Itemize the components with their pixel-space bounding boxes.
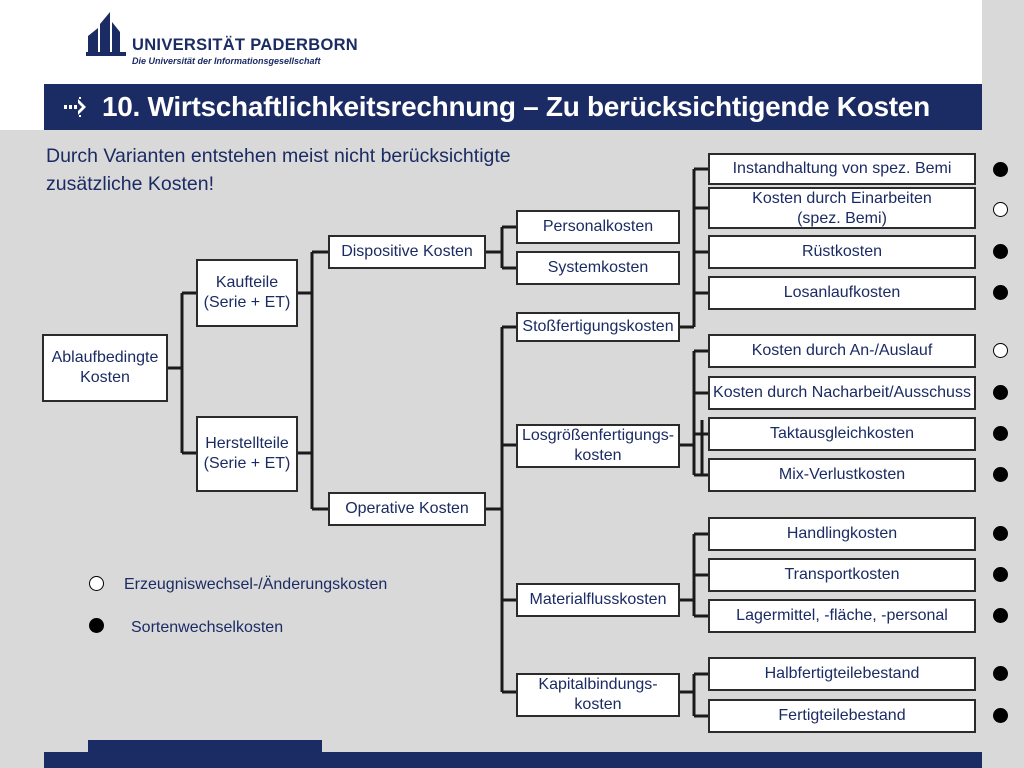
filled-circle-icon [993,526,1008,541]
filled-circle-icon [993,285,1008,300]
legend-filled-circle-icon [89,618,104,633]
filled-circle-icon [993,608,1008,623]
filled-circle-icon [993,385,1008,400]
filled-circle-icon [993,426,1008,441]
page-title: 10. Wirtschaftlichkeitsrechnung – Zu ber… [102,91,930,122]
filled-circle-icon [993,567,1008,582]
node-herstellteile: Herstellteile (Serie + ET) [196,416,298,492]
filled-circle-icon [993,666,1008,681]
node-kapitalbindungskosten: Kapitalbindungs- kosten [516,673,680,717]
university-logo-icon [86,12,126,56]
right-margin-strip [982,0,1024,768]
leaf-transportkosten: Transportkosten [708,558,976,592]
node-operative-kosten: Operative Kosten [328,492,486,526]
leaf-instandhaltung: Instandhaltung von spez. Bemi [708,153,976,185]
open-circle-icon [993,343,1008,358]
filled-circle-icon [993,467,1008,482]
node-systemkosten: Systemkosten [516,251,680,285]
node-dispositive-kosten: Dispositive Kosten [328,235,486,269]
legend-label-sortenwechsel: Sortenwechselkosten [131,619,284,636]
node-kaufteile: Kaufteile (Serie + ET) [196,259,298,327]
leaf-mix-verlustkosten: Mix-Verlustkosten [708,458,976,492]
leaf-einarbeiten: Kosten durch Einarbeiten (spez. Bemi) [708,187,976,229]
leaf-lagermittel: Lagermittel, -fläche, -personal [708,599,976,633]
leaf-fertigteilebestand: Fertigteilebestand [708,699,976,733]
leaf-taktausgleichkosten: Taktausgleichkosten [708,417,976,451]
open-circle-icon [993,202,1008,217]
node-ablaufbedingte-kosten: Ablaufbedingte Kosten [42,334,168,402]
node-materialflusskosten: Materialflusskosten [516,583,680,617]
legend-open-circle-icon [89,576,104,591]
leaf-losanlaufkosten: Losanlaufkosten [708,276,976,310]
node-personalkosten: Personalkosten [516,210,680,244]
legend-label-erzeugniswechsel: Erzeugniswechsel-/Änderungskosten [124,576,388,593]
filled-circle-icon [993,708,1008,723]
filled-circle-icon [993,162,1008,177]
university-name: UNIVERSITÄT PADERBORN [132,36,359,54]
node-losgroessenfertigungskosten: Losgrößenfertigungs- kosten [516,424,680,468]
arrow-icon [62,94,88,120]
leaf-handlingkosten: Handlingkosten [708,517,976,551]
leaf-halbfertigteilebestand: Halbfertigteilebestand [708,657,976,691]
title-bar [44,84,982,130]
left-margin-strip [0,130,44,768]
leaf-ruestkosten: Rüstkosten [708,235,976,269]
leaf-nacharbeit-ausschuss: Kosten durch Nacharbeit/Ausschuss [708,376,976,410]
intro-text: Durch Varianten entstehen meist nicht be… [46,145,511,195]
leaf-an-auslauf: Kosten durch An-/Auslauf [708,334,976,368]
footer-tab [88,740,322,754]
footer-bar [44,752,982,768]
university-tagline: Die Universität der Informationsgesellsc… [132,56,321,66]
filled-circle-icon [993,244,1008,259]
node-stossfertigungskosten: Stoßfertigungskosten [516,312,680,342]
